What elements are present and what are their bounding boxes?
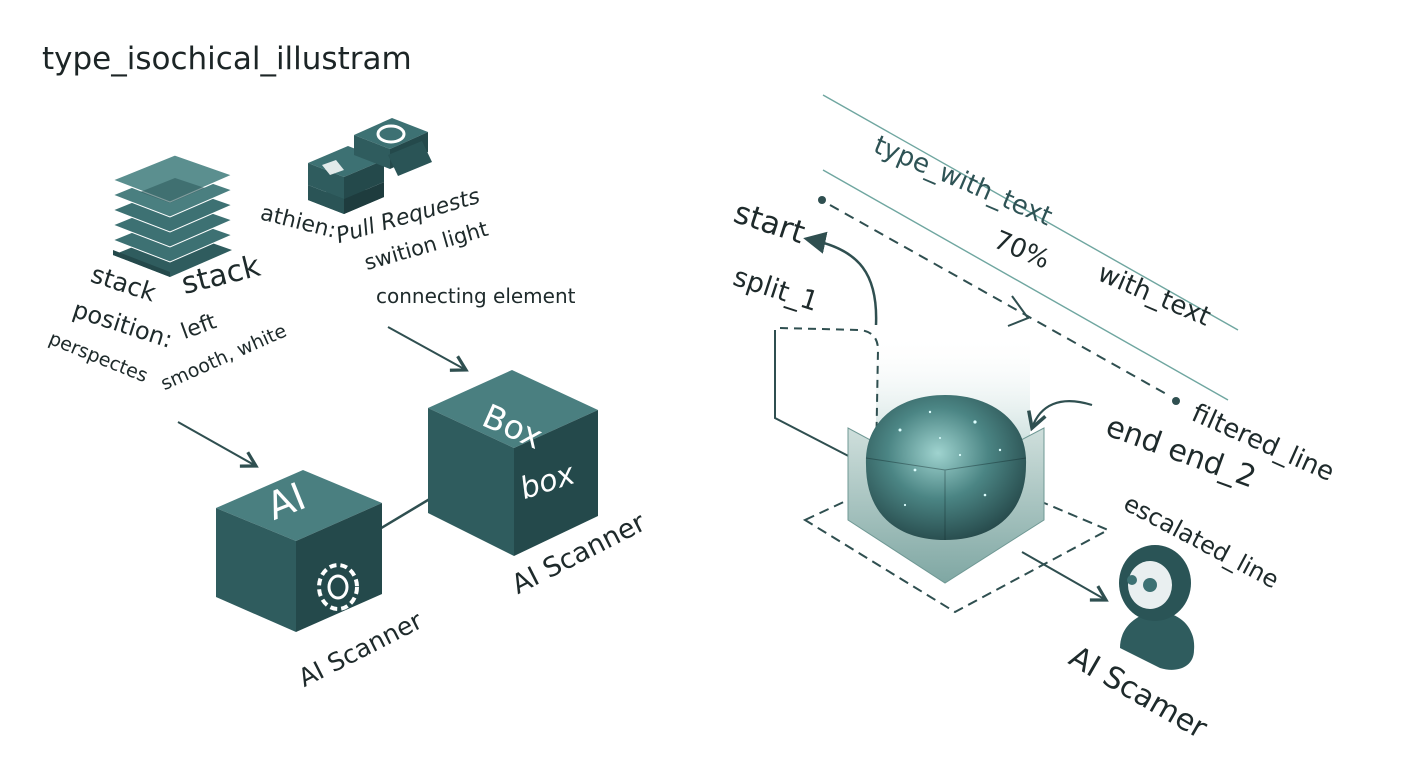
- end-dot: [1172, 397, 1180, 405]
- start-arrow: [803, 231, 878, 326]
- ai-cube: [216, 470, 382, 632]
- connecting-element-label: connecting element: [376, 284, 576, 308]
- page-title: type_isochical_illustram: [42, 41, 412, 77]
- dashed-flow-line: [829, 204, 1169, 396]
- layer-stack-icon: [111, 154, 234, 277]
- chevron-arrow-icon: [1007, 295, 1030, 327]
- filtered-arrow: [1027, 400, 1093, 432]
- pull-request-icon: [308, 118, 432, 214]
- user-avatar-icon: [1119, 545, 1195, 670]
- escalated-arrow: [1021, 551, 1109, 602]
- guide-line-top: [822, 94, 1239, 331]
- split-bracket-line: [774, 330, 861, 463]
- box-cube: [428, 370, 598, 556]
- gear-icon: [317, 563, 359, 611]
- arrow-to-box-cube: [387, 326, 469, 372]
- start-dot: [818, 196, 826, 204]
- guide-line-bottom: [822, 169, 1229, 401]
- arrow-to-ai-cube: [177, 421, 259, 468]
- core-node: [847, 395, 1045, 584]
